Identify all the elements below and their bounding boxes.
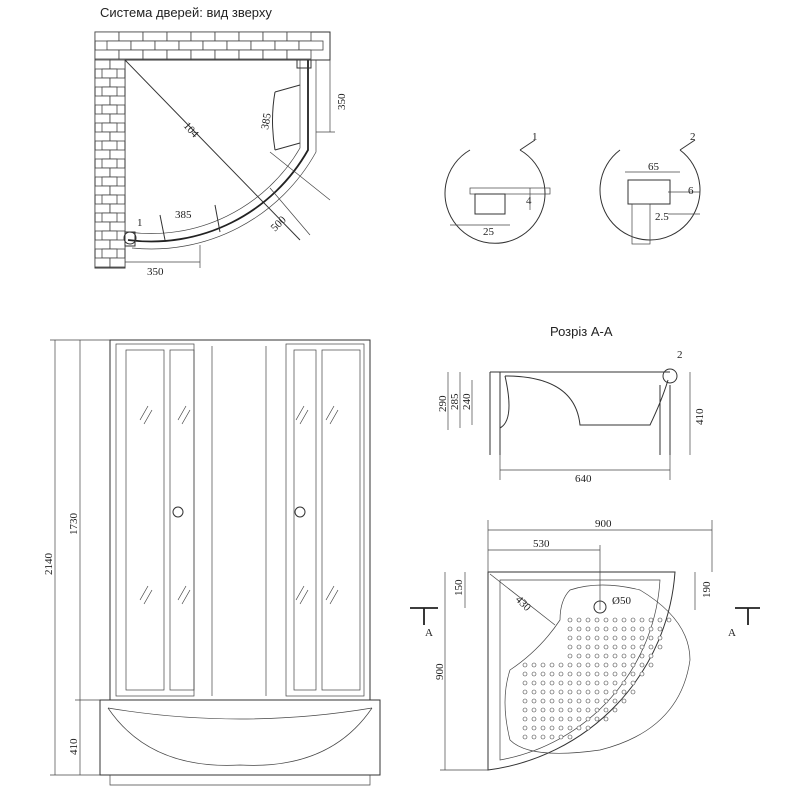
detail-2 <box>599 139 701 245</box>
dim-right-350: 350 <box>336 93 348 110</box>
detail-2-dim-width: 65 <box>648 161 660 173</box>
cut-marker-right: A <box>728 627 736 639</box>
cut-marker-left: A <box>425 627 433 639</box>
tray-offset-530: 530 <box>533 538 550 550</box>
front-view <box>50 339 381 786</box>
section-dim-640: 640 <box>575 473 592 485</box>
tray-width-900: 900 <box>595 518 612 530</box>
dim-radius-a: 385 <box>259 112 274 131</box>
tray-dim-150: 150 <box>453 579 465 596</box>
callout-1: 1 <box>137 217 143 229</box>
detail-1 <box>444 139 551 244</box>
dim-height-cabin: 1730 <box>68 513 80 536</box>
top-view-outline <box>123 59 335 268</box>
dim-height-total: 2140 <box>43 553 55 576</box>
section-callout-2: 2 <box>677 349 683 361</box>
section-title: Розріз А-А <box>550 324 613 339</box>
dim-bottom-350: 350 <box>147 266 164 278</box>
dim-height-tray: 410 <box>68 738 80 755</box>
tray-surface-dots <box>522 617 672 740</box>
top-view-title: Система дверей: вид зверху <box>100 5 272 20</box>
dim-radius-b: 385 <box>175 209 192 221</box>
tray-depth-900: 900 <box>434 663 446 680</box>
tray-dim-190: 190 <box>701 581 713 598</box>
detail-2-dim-a: 6 <box>688 185 694 197</box>
section-view <box>447 368 691 480</box>
tray-radius-430: 430 <box>513 594 534 615</box>
section-dim-240: 240 <box>461 393 473 410</box>
detail-1-label: 1 <box>532 131 538 143</box>
drain-diameter: Ø50 <box>612 595 631 607</box>
detail-2-label: 2 <box>690 131 696 143</box>
detail-1-dim-height: 4 <box>526 195 532 207</box>
section-dim-285: 285 <box>449 393 461 410</box>
detail-2-dim-b: 2.5 <box>655 211 669 223</box>
detail-1-dim-width: 25 <box>483 226 495 238</box>
section-dim-290: 290 <box>437 395 449 412</box>
tray-plan <box>410 520 760 771</box>
section-dim-410: 410 <box>694 408 706 425</box>
brick-wall <box>94 31 331 269</box>
dim-arc-500: 500 <box>269 214 290 235</box>
dim-diagonal: 104 <box>181 120 201 141</box>
